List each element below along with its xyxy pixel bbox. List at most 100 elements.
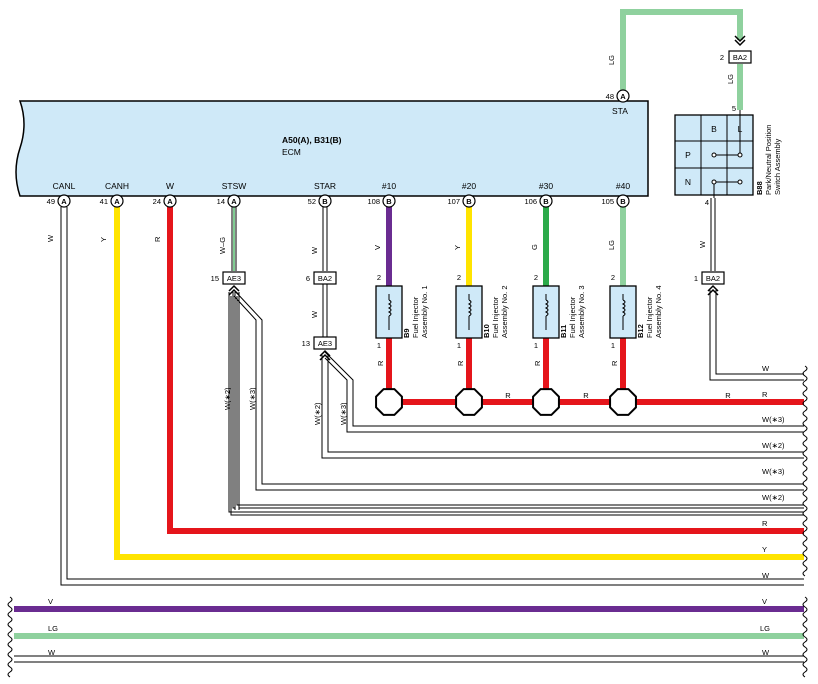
- pin-canh-circle-letter: A: [114, 197, 120, 206]
- switch-w-color: W: [698, 240, 707, 248]
- sta-num: 48: [606, 92, 614, 101]
- stsw-label-b: W(∗3): [248, 387, 257, 410]
- injector-2-coil: [467, 299, 472, 317]
- pin-label-canl: CANL: [53, 181, 76, 191]
- star-branch-b1: [324, 351, 804, 427]
- injector-4-coil: [621, 299, 626, 317]
- conn-ae3-star-pin: 13: [302, 339, 310, 348]
- pin-label-n20: #20: [462, 181, 476, 191]
- switch-row-n: N: [685, 177, 691, 187]
- injector-3-pin-bot: 1: [534, 341, 538, 350]
- pin-n30-circle-letter: B: [543, 197, 549, 206]
- n20-color: Y: [453, 245, 462, 250]
- switch-name2: Switch Assembly: [773, 138, 782, 195]
- switch-code: B88: [755, 181, 764, 195]
- pin-n40-circle: [616, 194, 630, 208]
- chev-ae3-star-b: [319, 353, 331, 361]
- parts-layer: [7, 35, 808, 678]
- stsw-label-a: W(∗2): [223, 387, 232, 410]
- injector-2-name2: Assembly No. 2: [500, 285, 509, 338]
- conn-ba2-star: [313, 271, 337, 285]
- canl-wire-b: [66, 207, 804, 580]
- pin-num-n20: 107: [447, 197, 460, 206]
- pin-star-circle: [318, 194, 332, 208]
- conn-ba2-right: [701, 271, 725, 285]
- pin-n20-circle-letter: B: [466, 197, 472, 206]
- bus-w-right: W: [762, 648, 770, 657]
- switch-pin-bottom: 4: [705, 198, 709, 207]
- canl-wire-a: [60, 207, 804, 586]
- bus-r-1: R: [583, 391, 589, 400]
- junction-4: [609, 388, 637, 416]
- pin-num-n10: 108: [367, 197, 380, 206]
- star-branch-a2: [327, 355, 804, 453]
- switch-col-l: L: [738, 124, 743, 134]
- star-label-b: W(∗3): [339, 402, 348, 425]
- bus-r-0: R: [505, 391, 511, 400]
- injector-3-name1: Fuel Injector: [568, 296, 577, 338]
- chev-ae3-stsw-a: [228, 284, 240, 292]
- exit-label-1: R: [762, 390, 768, 399]
- junction-1: [375, 388, 403, 416]
- switch-contact-b-1: [711, 179, 717, 185]
- n10-color: V: [373, 245, 382, 250]
- bus-v-right: V: [762, 597, 767, 606]
- pin-num-canl: 49: [47, 197, 55, 206]
- pin-stsw-circle: [227, 194, 241, 208]
- canh-wire: [114, 207, 804, 560]
- n40-color: LG: [607, 240, 616, 250]
- switch-exit-b: [715, 290, 804, 375]
- conn-ae3-stsw-pin: 15: [211, 274, 219, 283]
- exit-label-2: W(∗3): [762, 415, 785, 424]
- injector-4-pin-top: 2: [611, 273, 615, 282]
- conn-ae3-star: [313, 336, 337, 350]
- pin-label-stsw: STSW: [222, 181, 247, 191]
- pin-n20-circle: [462, 194, 476, 208]
- chev-ba2-top-a: [734, 39, 746, 47]
- injector-3-name2: Assembly No. 3: [577, 285, 586, 338]
- inj4-out-color: R: [610, 360, 619, 366]
- bus-lg-left: LG: [48, 624, 58, 633]
- chev-ba2-top-b: [734, 35, 746, 43]
- chev-ae3-stsw-b: [228, 288, 240, 296]
- pin-n40-circle-letter: B: [620, 197, 626, 206]
- chev-ba2-right-a: [707, 284, 719, 292]
- injector-2-name1: Fuel Injector: [491, 296, 500, 338]
- conn-ba2-right-pin: 1: [694, 274, 698, 283]
- pin-n30-circle: [539, 194, 553, 208]
- star-color: W: [310, 246, 319, 254]
- conn-ba2-top-label: BA2: [733, 53, 747, 62]
- right-edge-break-bottom: [802, 596, 808, 678]
- pin-label-w: W: [166, 181, 174, 191]
- sta-label: STA: [612, 106, 628, 116]
- chev-ae3-star-a: [319, 349, 331, 357]
- stsw-branch-b1: [233, 289, 804, 485]
- conn-ae3-stsw: [222, 271, 246, 285]
- ba2-out-color: LG: [726, 74, 735, 84]
- conn-ba2-right-label: BA2: [706, 274, 720, 283]
- pin-stsw-circle-letter: A: [231, 197, 237, 206]
- stsw-branch-b2: [233, 295, 804, 491]
- exit-label-4: W(∗3): [762, 467, 785, 476]
- w-color: R: [153, 236, 162, 242]
- injector-3-code: B11: [559, 325, 568, 338]
- injector-3-pin-top: 2: [534, 273, 538, 282]
- stsw-branch-a-outer: [230, 296, 804, 516]
- pin-num-n40: 105: [601, 197, 614, 206]
- star-color-b: W: [310, 310, 319, 318]
- ecm-box: [15, 100, 649, 197]
- switch-contact-l-1: [737, 179, 743, 185]
- ecm-code: A50(A), B31(B): [282, 135, 342, 145]
- conn-ae3-stsw-label: AE3: [227, 274, 241, 283]
- right-edge-break-top: [802, 365, 808, 577]
- pin-label-canh: CANH: [105, 181, 129, 191]
- bus-lg-right: LG: [760, 624, 770, 633]
- pin-num-stsw: 14: [217, 197, 225, 206]
- exit-label-3: W(∗2): [762, 441, 785, 450]
- pin-canh-circle: [110, 194, 124, 208]
- bus-w-left: W: [48, 648, 56, 657]
- pin-sta-circle-letter: A: [620, 92, 626, 101]
- junction-3: [532, 388, 560, 416]
- stsw-branch-a-inner: [236, 296, 804, 506]
- pin-sta-circle: [616, 89, 630, 103]
